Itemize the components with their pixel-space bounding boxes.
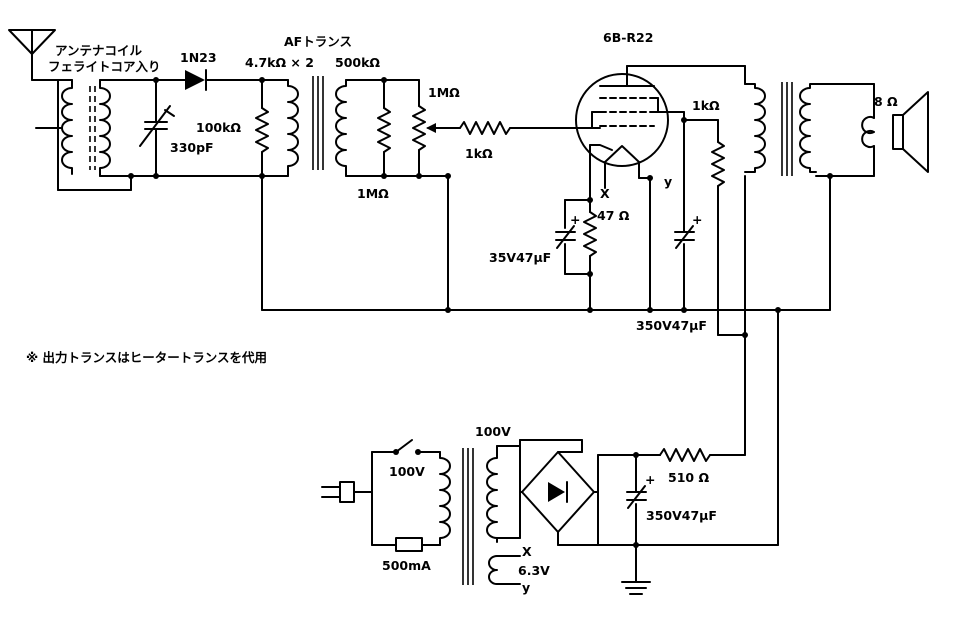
heater-out-y-label: y: [522, 580, 530, 595]
cathode-network: [555, 199, 597, 311]
resistor-plate-1k: [683, 119, 746, 336]
fuse-label: 500mA: [382, 558, 431, 573]
variable-capacitor: [130, 79, 263, 177]
heater-out-x-label: X: [522, 544, 532, 559]
af-trans-label: AFトランス: [284, 34, 352, 49]
vacuum-tube-6b-r22: [575, 65, 746, 201]
bypass-cap-plus: +: [692, 212, 702, 227]
plate-resistor-label: 1kΩ: [692, 98, 720, 113]
power-switch: [371, 439, 441, 546]
antenna-coil: [35, 79, 132, 191]
cathode-resistor-label: 47 Ω: [597, 208, 630, 223]
speaker-icon: [861, 83, 929, 177]
resistor-510-label: 510 Ω: [668, 470, 709, 485]
heater-out-v-label: 6.3V: [518, 563, 550, 578]
cathode-cap-label: 35V47μF: [489, 250, 551, 265]
note-text: ※ 出力トランスはヒータートランスを代用: [26, 350, 267, 365]
power-plug-icon: [321, 481, 373, 503]
sec-voltage-label: 100V: [475, 424, 511, 439]
capacitor-label: 330pF: [170, 140, 214, 155]
ferrite-core-label: フェライトコア入り: [48, 59, 161, 74]
volume-label: 1MΩ: [428, 85, 460, 100]
ground-bus: [261, 309, 831, 546]
ground-icon: [621, 544, 651, 595]
af-transformer: [261, 76, 449, 177]
resistor-1m-label: 1MΩ: [357, 186, 389, 201]
diode-1n23: [155, 69, 289, 91]
heater-y-label: y: [664, 174, 672, 189]
resistor-1m: [377, 79, 391, 177]
bypass-capacitor: [674, 111, 695, 311]
switch-voltage-label: 100V: [389, 464, 425, 479]
output-transformer: [744, 65, 875, 336]
resistor-100k-label: 100kΩ: [196, 120, 241, 135]
bridge-rectifier: [519, 439, 599, 546]
tube-label: 6B-R22: [603, 30, 653, 45]
grid-resistor-label: 1kΩ: [465, 146, 493, 161]
volume-potentiometer: [412, 79, 449, 311]
bypass-cap-label: 350V47μF: [636, 318, 707, 333]
cathode-cap-plus: +: [570, 212, 580, 227]
af-trans-sec-label: 500kΩ: [335, 55, 380, 70]
resistor-510: [635, 448, 746, 462]
filter-cap-plus: +: [645, 472, 655, 487]
filter-cap-label: 350V47μF: [646, 508, 717, 523]
antenna-coil-label: アンテナコイル: [55, 43, 143, 58]
speaker-label: 8 Ω: [874, 94, 898, 109]
antenna-icon: [8, 29, 59, 191]
resistor-100k: [255, 79, 269, 311]
fuse: [371, 537, 441, 552]
resistor-grid-1k: [447, 121, 593, 135]
af-trans-ratio-label: 4.7kΩ × 2: [245, 55, 314, 70]
filter-capacitor: [626, 454, 647, 546]
diode-label: 1N23: [180, 50, 217, 65]
power-transformer: [439, 445, 521, 585]
heater-x-label: X: [600, 186, 610, 201]
